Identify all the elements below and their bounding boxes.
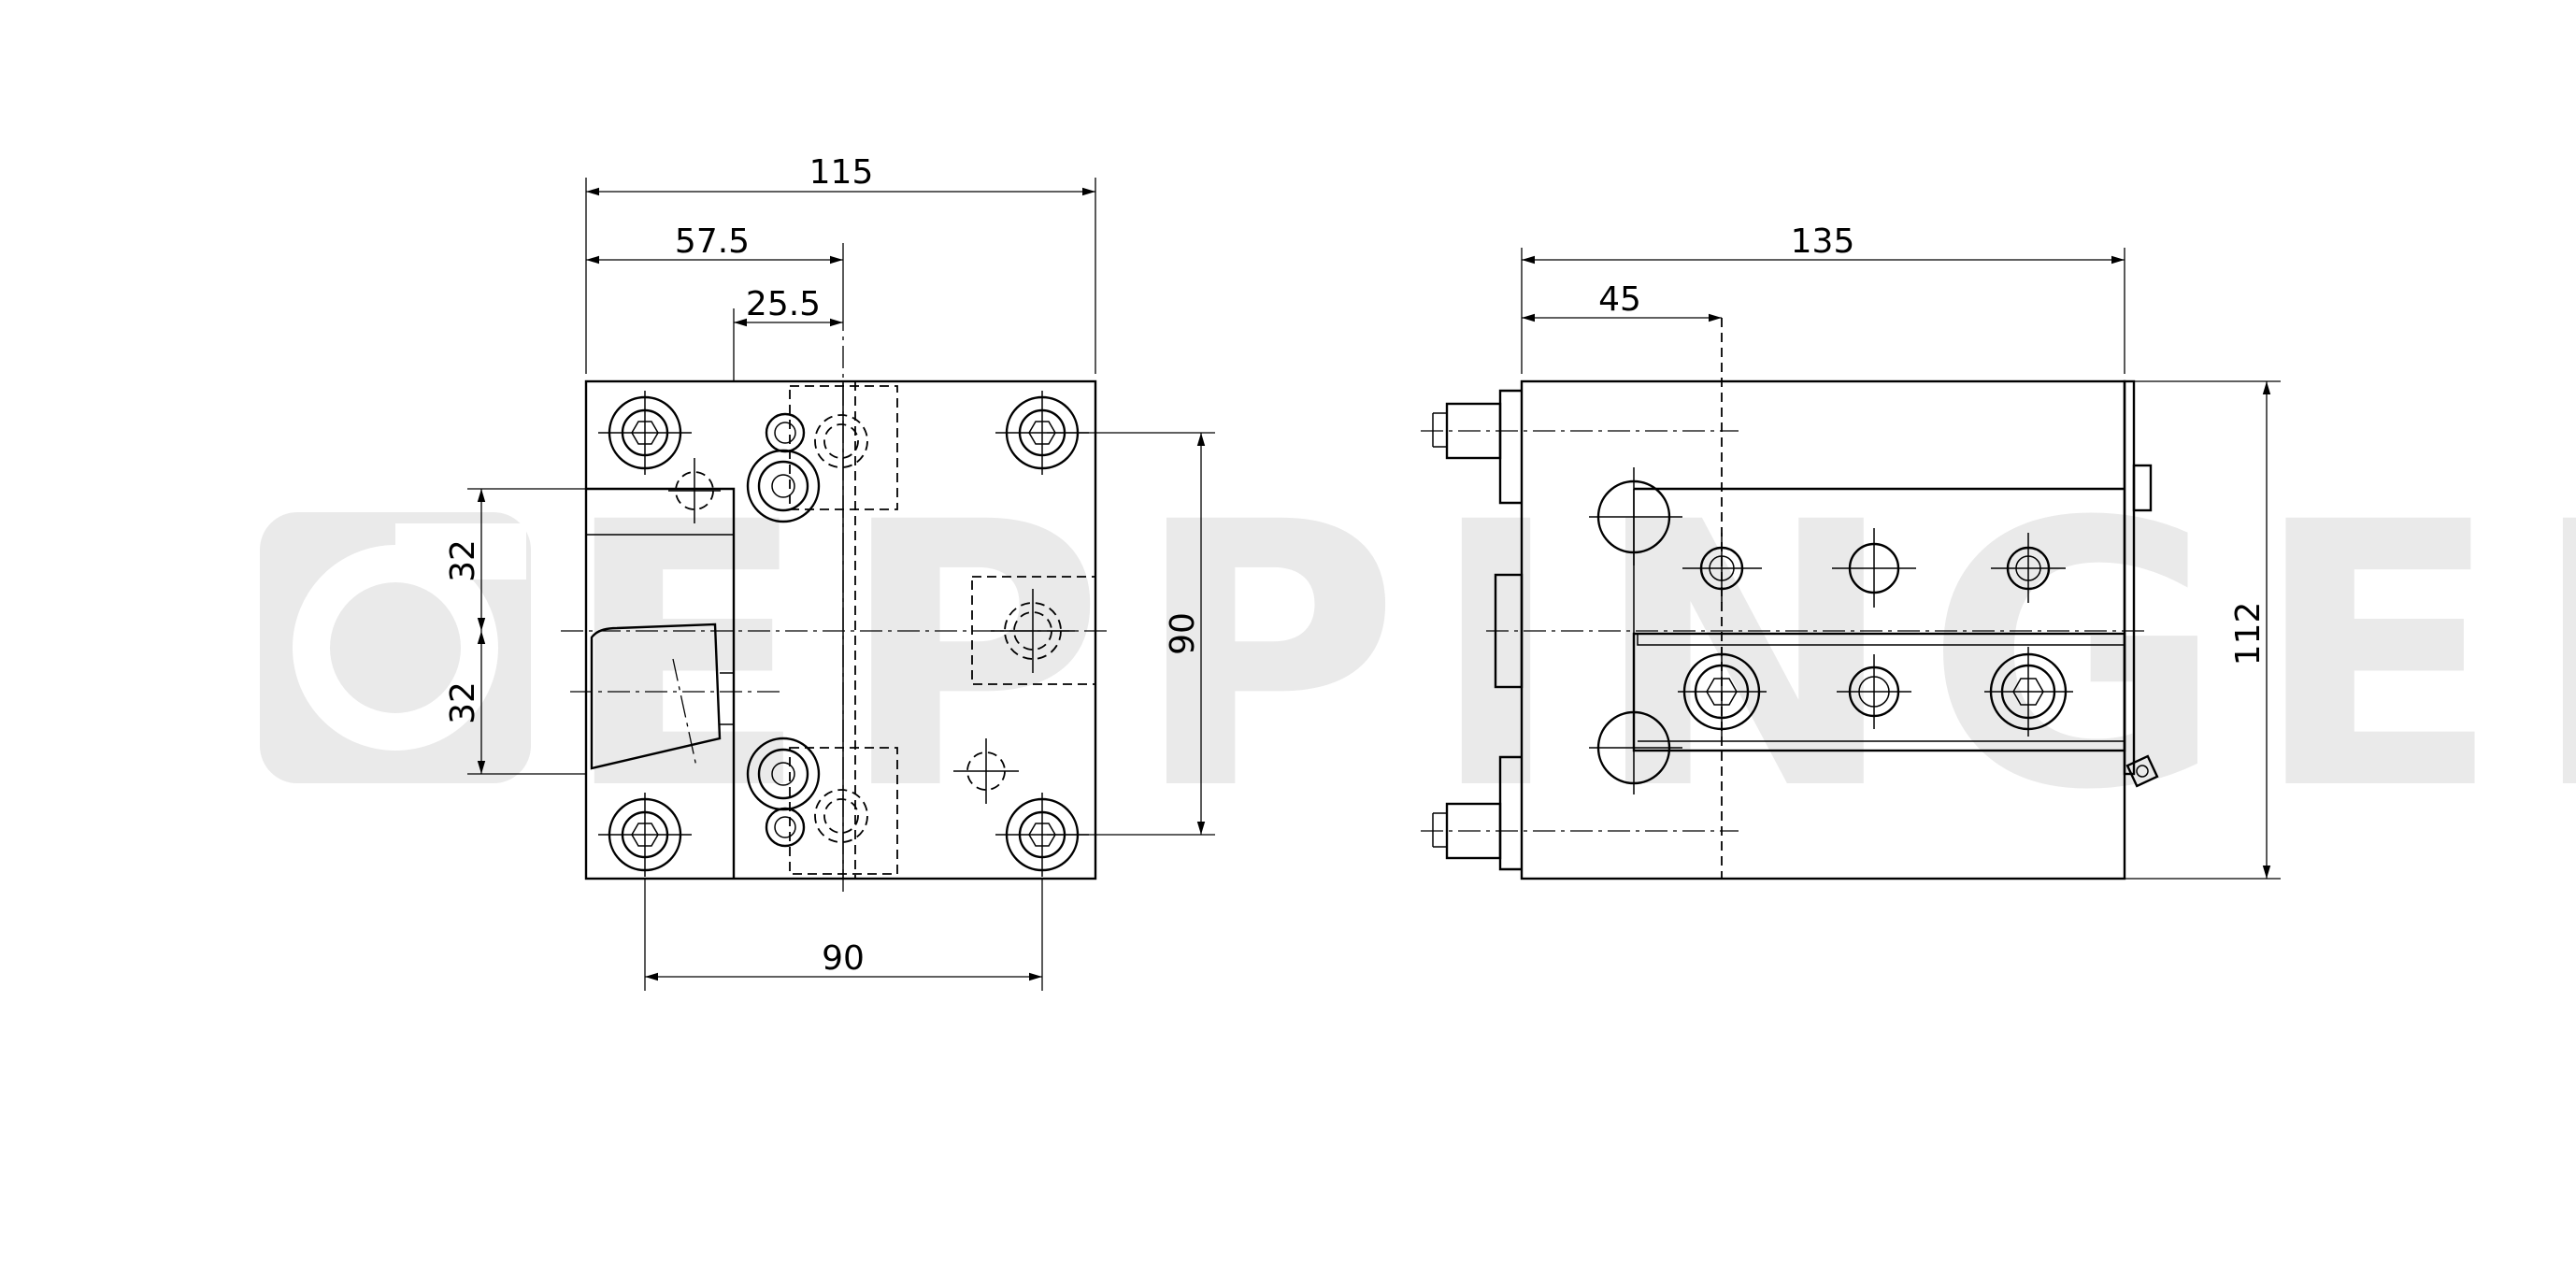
- dim-front-lower-offset: 32: [444, 681, 482, 724]
- side-clamp-screw-center: [1837, 654, 1911, 729]
- front-body-outline: [584, 379, 1097, 880]
- dim-front-center-offset: 57.5: [675, 222, 750, 261]
- front-hidden-slot-top: [789, 385, 898, 510]
- front-dimensions: 115 57.5 25.5 32 32 90 90: [444, 153, 1215, 991]
- front-hidden-slot-bottom: [789, 747, 898, 875]
- side-clamp-screw-right: [1984, 647, 2073, 737]
- front-mounting-hole-tl: [598, 391, 692, 475]
- dim-front-upper-offset: 32: [444, 539, 482, 582]
- side-small-hole-2: [1832, 528, 1916, 608]
- side-adjust-pin: [2125, 754, 2159, 788]
- dim-front-hole-spacing-vertical: 90: [1164, 612, 1202, 655]
- front-cutting-insert: [590, 623, 722, 770]
- dim-side-height: 112: [2229, 602, 2268, 666]
- dim-front-hole-spacing-horizontal: 90: [822, 939, 865, 978]
- dim-side-overall-length: 135: [1791, 222, 1855, 261]
- side-view: [1421, 318, 2159, 880]
- side-right-plate: [2123, 379, 2136, 776]
- front-clamp-screw-top: [746, 412, 868, 523]
- front-clamp-screw-bottom: [746, 737, 868, 848]
- front-view: [561, 308, 1112, 897]
- side-small-hole-3: [1991, 533, 2066, 603]
- dim-front-overall-width: 115: [809, 153, 874, 192]
- side-dimensions: 135 45 112: [1521, 222, 2281, 880]
- watermark-logo-icon: [260, 512, 531, 783]
- dim-side-slot-position: 45: [1598, 280, 1641, 319]
- front-insert-pocket: [586, 487, 736, 879]
- dim-front-slot-offset: 25.5: [746, 285, 821, 323]
- watermark-text: EPPINGER: [561, 445, 2576, 869]
- front-mounting-hole-bl: [598, 793, 692, 877]
